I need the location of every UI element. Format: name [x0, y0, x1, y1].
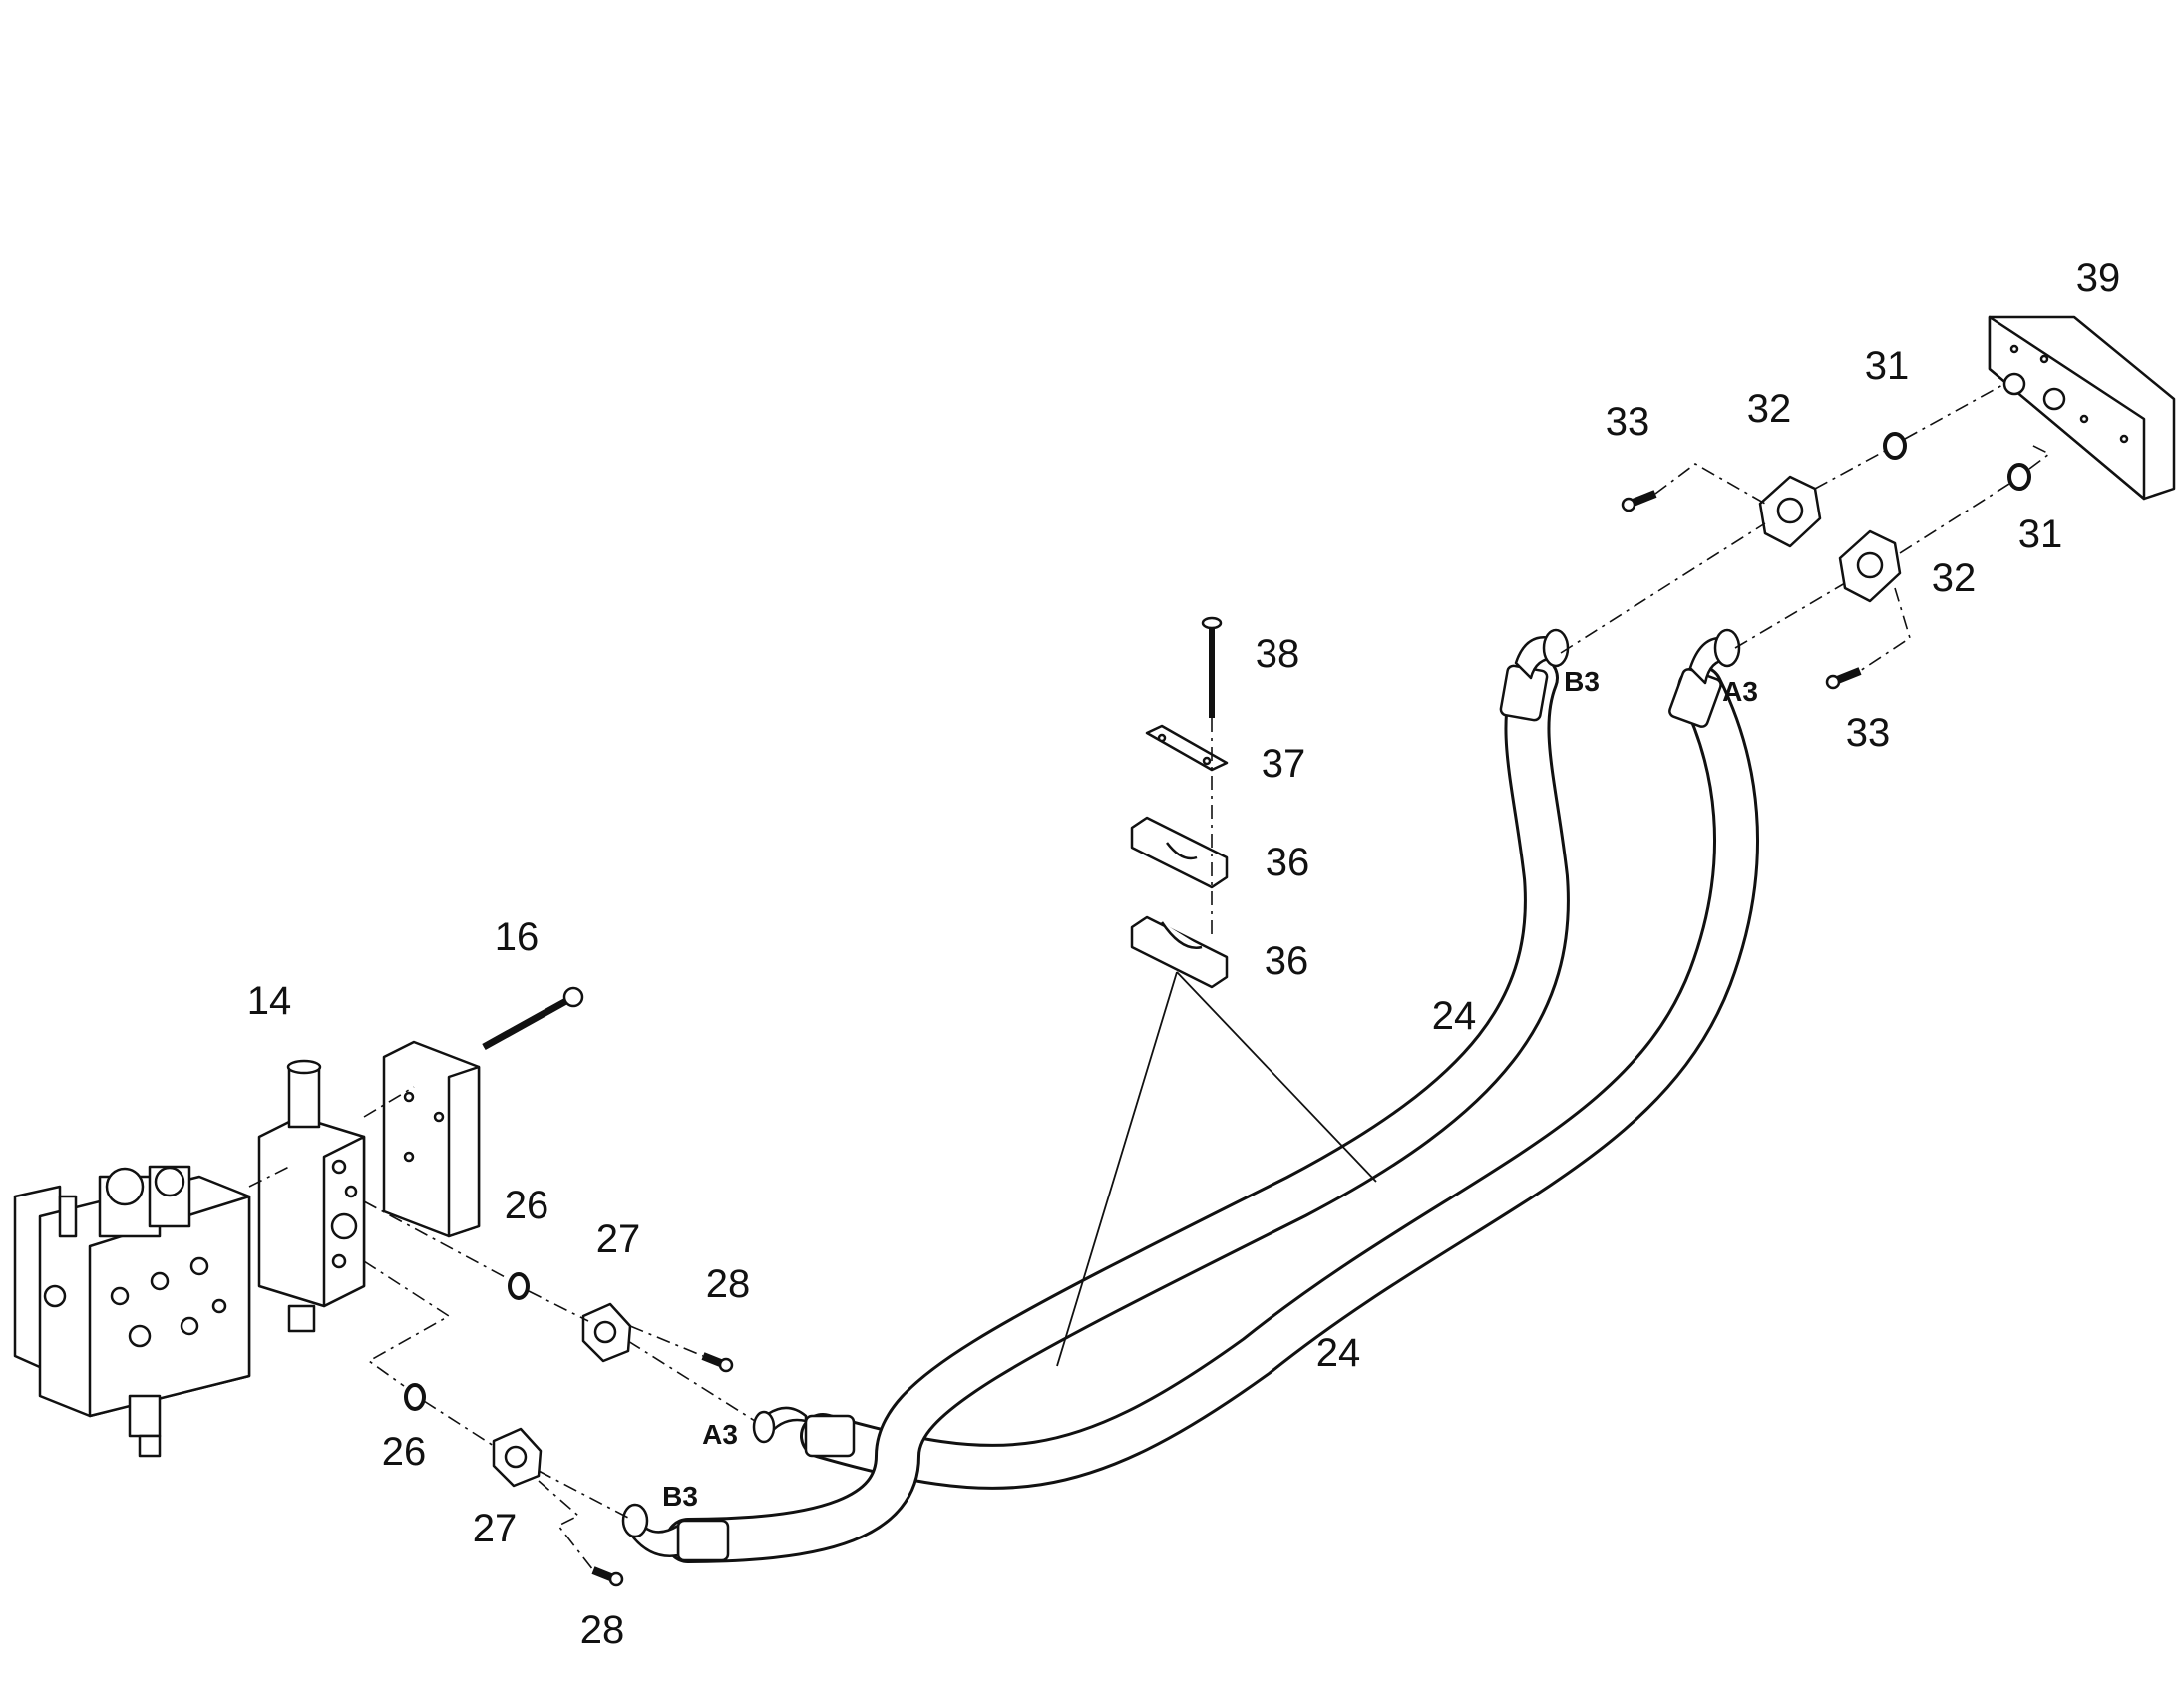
callout-14: 14 [247, 979, 292, 1023]
fitting-b3-right [1514, 628, 1570, 680]
clamp-leader-lines [1056, 971, 1377, 1367]
callout-33-lower: 33 [1846, 711, 1891, 755]
manifold-block-39 [1988, 315, 2176, 501]
callout-39: 39 [2076, 256, 2121, 300]
callout-16: 16 [495, 915, 540, 959]
fitting-a3-right [1688, 628, 1741, 685]
callout-32-upper: 32 [1747, 387, 1792, 431]
flange-27-upper [581, 1302, 632, 1363]
callout-38: 38 [1256, 632, 1300, 676]
callout-26-lower: 26 [382, 1430, 427, 1474]
o-ring-31-upper [1883, 432, 1907, 460]
hose-sleeve-b3-right [1499, 664, 1549, 722]
callout-24-upper: 24 [1432, 994, 1477, 1038]
cover-plate [382, 1040, 481, 1238]
fitting-a3-left [752, 1406, 808, 1444]
flange-32-upper [1758, 475, 1822, 548]
flange-27-lower [492, 1427, 543, 1488]
callout-36-upper: 36 [1266, 841, 1310, 884]
hose-b3 [665, 655, 1570, 1563]
main-control-valve [13, 1165, 251, 1458]
callout-31-lower: 31 [2018, 512, 2063, 556]
callout-27-upper: 27 [596, 1217, 641, 1261]
port-label-a3-right: A3 [1722, 676, 1758, 707]
screw-33-upper [1621, 490, 1657, 512]
hose-sleeve-b3-left [676, 1519, 730, 1562]
callout-26-upper: 26 [505, 1184, 549, 1227]
callout-27-lower: 27 [473, 1507, 518, 1550]
port-label-b3-left: B3 [662, 1481, 698, 1512]
o-ring-26-lower [404, 1383, 426, 1411]
o-ring-31-lower [2007, 463, 2031, 491]
callout-31-upper: 31 [1865, 344, 1910, 388]
hose-a3 [800, 665, 1759, 1490]
bolt-38 [1201, 616, 1223, 718]
port-label-a3-left: A3 [702, 1419, 738, 1450]
clamp-half-36-upper [1130, 816, 1229, 889]
callout-24-lower: 24 [1316, 1331, 1361, 1375]
callout-37: 37 [1262, 742, 1306, 786]
callout-32-lower: 32 [1932, 556, 1977, 600]
port-label-b3-right: B3 [1564, 666, 1600, 697]
clamp-plate-37 [1145, 724, 1229, 772]
callout-28-lower: 28 [580, 1608, 625, 1652]
screw-28-lower [591, 1566, 624, 1587]
hose-sleeve-a3-left [804, 1414, 856, 1458]
o-ring-26-upper [508, 1272, 530, 1300]
flange-32-lower [1838, 529, 1902, 603]
clamp-half-36-lower [1130, 915, 1229, 989]
valve-section [257, 1059, 366, 1333]
bolt-16 [482, 986, 584, 1051]
assembly-lines [248, 383, 2051, 1571]
fitting-b3-left [621, 1503, 680, 1557]
callout-36-lower: 36 [1265, 939, 1309, 983]
screw-28-upper [701, 1352, 734, 1373]
screw-33-lower [1825, 667, 1862, 690]
callout-28-upper: 28 [706, 1262, 751, 1306]
callout-33-upper: 33 [1606, 400, 1650, 444]
